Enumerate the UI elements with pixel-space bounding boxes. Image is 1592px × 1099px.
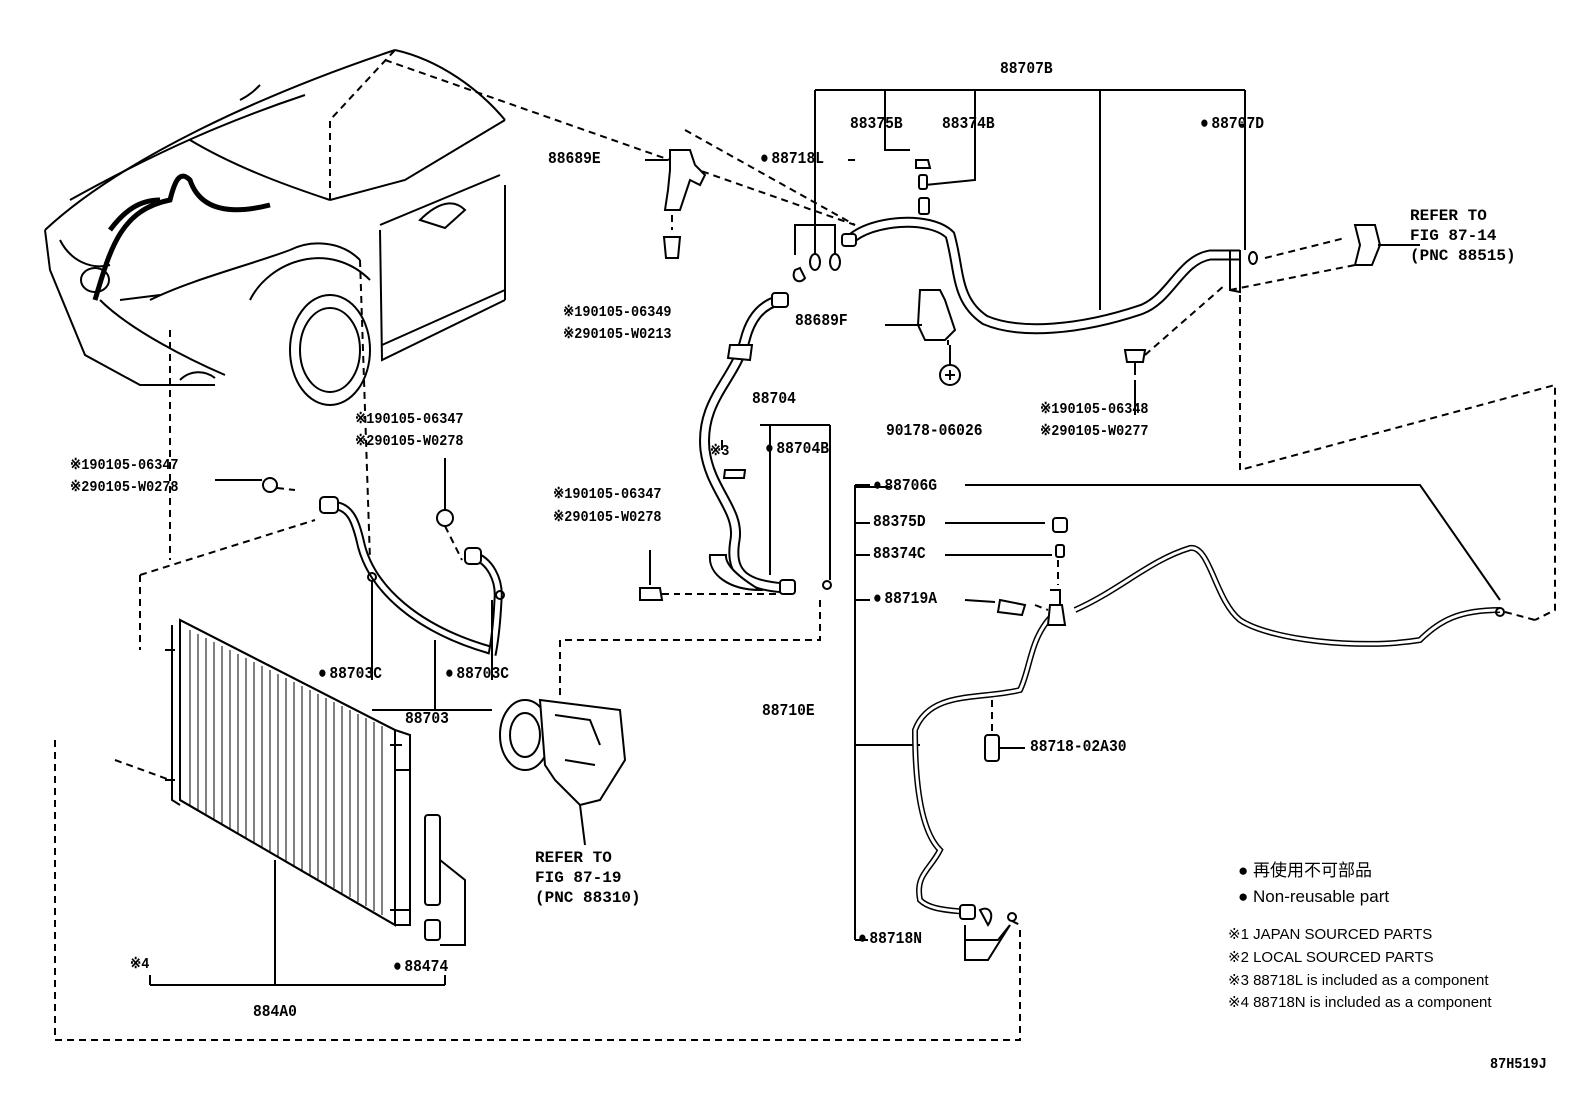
- part-label-884A0[interactable]: 884A0: [253, 1003, 297, 1022]
- refer-fig-87-19[interactable]: REFER TO FIG 87-19 (PNC 88310): [535, 848, 641, 908]
- bolt-label-88703-top-2[interactable]: ※290105-W0278: [355, 433, 464, 450]
- part-label-88707B[interactable]: 88707B: [1000, 60, 1053, 79]
- part-label-88703C-right[interactable]: 88703C: [445, 665, 509, 685]
- leader-car-to-hose: [384, 59, 856, 226]
- legend-text: 再使用不可部品: [1253, 861, 1373, 880]
- part-label-88710E[interactable]: 88710E: [762, 702, 815, 721]
- part-label-88374B[interactable]: 88374B: [942, 115, 995, 134]
- refer-fig-87-14[interactable]: REFER TO FIG 87-14 (PNC 88515): [1410, 206, 1516, 266]
- part-label-88719A[interactable]: 88719A: [873, 590, 937, 610]
- part-label-88704B[interactable]: 88704B: [765, 440, 829, 460]
- part-label-88703[interactable]: 88703: [405, 710, 449, 729]
- refer-line-1: REFER TO: [535, 849, 612, 867]
- refer-line-3: (PNC 88310): [535, 889, 641, 907]
- bolt-label-88707-1[interactable]: ※190105-06348: [1040, 401, 1149, 418]
- bolt-label-88707-2[interactable]: ※290105-W0277: [1040, 423, 1149, 440]
- part-label-90178-06026[interactable]: 90178-06026: [886, 422, 983, 441]
- legend-text: Non-reusable part: [1253, 887, 1390, 906]
- legend-non-reusable-en: ● Non-reusable part: [1238, 886, 1389, 908]
- note-mark-4: ※4: [130, 956, 150, 973]
- part-label-88474[interactable]: 88474: [393, 958, 448, 978]
- part-label-88718N[interactable]: 88718N: [858, 930, 922, 950]
- part-label-88718L[interactable]: 88718L: [760, 150, 824, 170]
- refer-line-3: (PNC 88515): [1410, 247, 1516, 265]
- connector-fig-87-14: [1229, 224, 1556, 621]
- bolt-label-88689E-1[interactable]: ※190105-06349: [563, 304, 672, 321]
- hose-88704: [559, 292, 832, 700]
- part-label-88704[interactable]: 88704: [752, 390, 796, 409]
- bracket-88689F: [885, 289, 961, 386]
- figure-code: 87H519J: [1490, 1056, 1547, 1073]
- part-label-88706G[interactable]: 88706G: [873, 477, 937, 497]
- part-label-88707D[interactable]: 88707D: [1200, 115, 1264, 135]
- note-mark-3: ※3: [710, 443, 730, 460]
- refer-line-1: REFER TO: [1410, 207, 1487, 225]
- bolt-label-88704-2[interactable]: ※290105-W0278: [553, 509, 662, 526]
- bolt-label-88703-top-1[interactable]: ※190105-06347: [355, 411, 464, 428]
- bolt-label-88703-left-1[interactable]: ※190105-06347: [70, 457, 179, 474]
- hose-88703: [139, 458, 505, 711]
- part-label-88689F[interactable]: 88689F: [795, 312, 848, 331]
- legend-note-2: ※2 LOCAL SOURCED PARTS: [1228, 949, 1434, 966]
- bolt-label-88703-left-2[interactable]: ※290105-W0278: [70, 479, 179, 496]
- part-label-88374C[interactable]: 88374C: [873, 545, 926, 564]
- bullet-icon: ●: [1238, 887, 1249, 906]
- condenser-884A0: [114, 618, 446, 986]
- bolt-label-88704-1[interactable]: ※190105-06347: [553, 486, 662, 503]
- refer-line-2: FIG 87-19: [535, 869, 622, 887]
- part-label-88375B[interactable]: 88375B: [850, 115, 903, 134]
- refer-line-2: FIG 87-14: [1410, 227, 1497, 245]
- bracket-88689E: [655, 129, 856, 259]
- bolt-label-88689E-2[interactable]: ※290105-W0213: [563, 326, 672, 343]
- legend-note-3: ※3 88718L is included as a component: [1228, 972, 1489, 989]
- part-label-88703C-left[interactable]: 88703C: [318, 665, 382, 685]
- assembly-boundary: [54, 740, 1021, 1041]
- bullet-icon: ●: [1238, 861, 1249, 880]
- leader-car-to-condenser: [359, 259, 371, 561]
- pipe-88710E: [854, 484, 1536, 961]
- bolt-90105-06348: [1123, 284, 1226, 415]
- compressor: [499, 698, 627, 846]
- hose-88707B: [792, 89, 1258, 335]
- part-label-88689E[interactable]: 88689E: [548, 150, 601, 169]
- legend-non-reusable-jp: ● 再使用不可部品: [1238, 860, 1372, 882]
- legend-note-1: ※1 JAPAN SOURCED PARTS: [1228, 926, 1433, 943]
- receiver-88474: [424, 814, 466, 946]
- legend-note-4: ※4 88718N is included as a component: [1228, 994, 1492, 1011]
- part-label-88375D[interactable]: 88375D: [873, 513, 926, 532]
- vehicle-outline: [44, 49, 506, 406]
- part-label-88718-02A30[interactable]: 88718-02A30: [1030, 738, 1127, 757]
